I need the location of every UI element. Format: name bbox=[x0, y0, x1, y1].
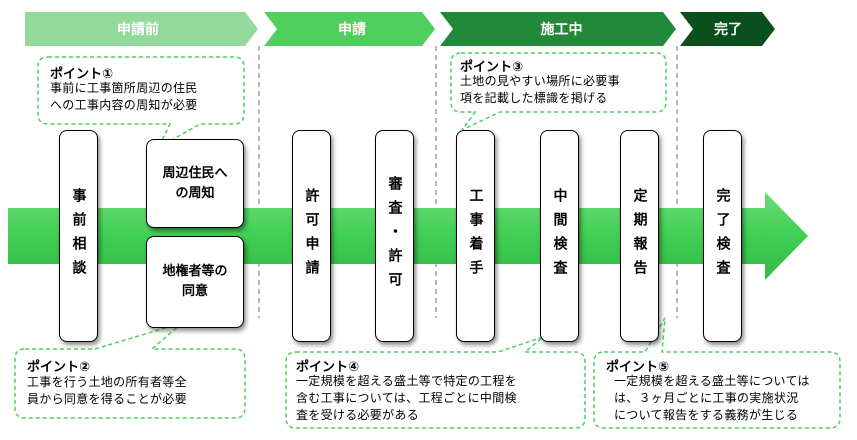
point-4-text: 一定規模を超える盛土等で特定の工程を含む工事については、工程ごとに中間検査を受け… bbox=[296, 374, 518, 422]
point-5-text: 一定規模を超える盛土等についてはは、３ヶ月ごとに工事の実施状況について報告をする… bbox=[614, 374, 810, 422]
step-consultation-label: 事前相談 bbox=[70, 188, 87, 284]
step-consultation: 事前相談 bbox=[59, 130, 98, 342]
phase-label-construction: 施工中 bbox=[540, 22, 583, 38]
callout-bubble-point-5 bbox=[593, 317, 841, 429]
step-review-permit: 審査・許可 bbox=[375, 130, 414, 342]
step-landowner-consent-label: 地権者等の同意 bbox=[162, 264, 228, 299]
step-interim-inspection-label: 中間検査 bbox=[551, 188, 568, 284]
step-permit-application: 許可申請 bbox=[292, 130, 331, 342]
phase-chevron-completion bbox=[680, 12, 775, 46]
step-construction-start: 工事着手 bbox=[456, 130, 495, 342]
point-1-title: ポイント① bbox=[50, 67, 114, 82]
callout-bubble-point-4 bbox=[285, 336, 586, 429]
phase-label-completion: 完了 bbox=[714, 22, 742, 38]
point-5-title: ポイント⑤ bbox=[606, 360, 670, 375]
point-4-title: ポイント④ bbox=[296, 360, 360, 375]
step-completion-inspection: 完了検査 bbox=[703, 130, 742, 342]
point-2-title: ポイント② bbox=[27, 360, 91, 375]
step-permit-application-label: 許可申請 bbox=[303, 188, 320, 284]
step-landowner-consent: 地権者等の同意 bbox=[146, 236, 244, 328]
step-periodic-report-label: 定期報告 bbox=[631, 188, 648, 284]
step-interim-inspection: 中間検査 bbox=[540, 130, 579, 342]
point-1-text: 事前に工事箇所周辺の住民への工事内容の周知が必要 bbox=[50, 81, 198, 112]
point-2-text: 工事を行う土地の所有者等全員から同意を得ることが必要 bbox=[27, 375, 187, 406]
step-notice-residents-label: 周辺住民への周知 bbox=[162, 165, 228, 201]
phase-chevron-pre-application bbox=[25, 12, 258, 46]
phase-label-application: 申請 bbox=[338, 22, 366, 38]
step-review-permit-label: 審査・許可 bbox=[386, 176, 403, 296]
callout-bubble-point-1 bbox=[37, 56, 245, 150]
callout-bubble-point-3 bbox=[450, 52, 667, 131]
step-notice-residents: 周辺住民への周知 bbox=[146, 139, 244, 228]
phase-chevron-construction bbox=[440, 12, 676, 46]
step-completion-inspection-label: 完了検査 bbox=[714, 188, 731, 284]
step-construction-start-label: 工事着手 bbox=[467, 188, 484, 284]
point-3-text: 土地の見やすい場所に必要事項を記載した標識を掲げる bbox=[460, 74, 620, 105]
step-periodic-report: 定期報告 bbox=[620, 130, 659, 342]
point-3-title: ポイント③ bbox=[460, 60, 524, 75]
phase-label-pre-application: 申請前 bbox=[117, 22, 159, 38]
callout-bubble-point-2 bbox=[14, 322, 246, 419]
phase-chevron-application bbox=[264, 12, 435, 46]
